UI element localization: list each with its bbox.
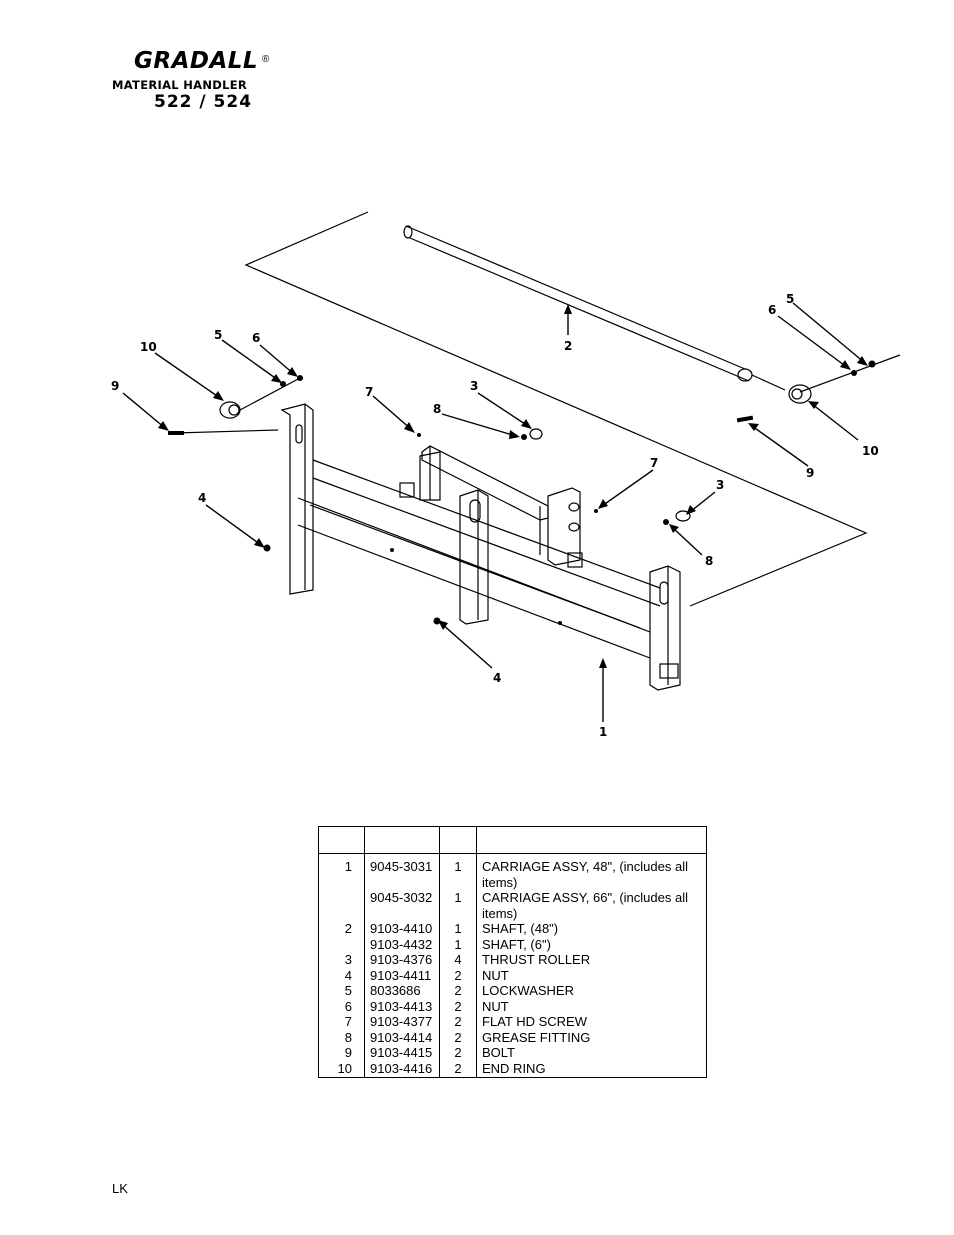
- quantity-cell: 2: [439, 967, 477, 983]
- table-header-row: [318, 826, 707, 854]
- callout-9: 9: [111, 379, 119, 393]
- description-cell: THRUST ROLLER: [476, 952, 707, 968]
- description-cell: NUT: [476, 967, 707, 983]
- callout-6: 6: [768, 303, 776, 317]
- callout-3: 3: [716, 478, 724, 492]
- description-cell: LOCKWASHER: [476, 983, 707, 999]
- item-number-cell: 8: [318, 1029, 365, 1045]
- quantity-cell: 2: [439, 998, 477, 1014]
- description-cell: SHAFT, (48"): [476, 921, 707, 937]
- callout-8: 8: [433, 402, 441, 416]
- callout-10: 10: [140, 340, 157, 354]
- part-number-cell: 9103-4377: [364, 1014, 440, 1030]
- registered-mark: ®: [262, 54, 270, 65]
- quantity-cell: 4: [439, 952, 477, 968]
- quantity-cell: 2: [439, 1060, 477, 1078]
- quantity-cell: 2: [439, 1029, 477, 1045]
- product-subtitle: MATERIAL HANDLER: [112, 78, 248, 92]
- brand-name: GRADALL: [134, 48, 259, 74]
- end-ring-left: [219, 401, 241, 419]
- callout-8: 8: [705, 554, 713, 568]
- callout-4: 4: [493, 671, 501, 685]
- header-qty: [439, 826, 477, 854]
- item-number-cell: 2: [318, 921, 365, 937]
- part-number-cell: 9103-4432: [364, 936, 440, 952]
- item-number-cell: 10: [318, 1060, 365, 1078]
- item-number-cell: [318, 936, 365, 952]
- item-number-cell: [318, 890, 365, 921]
- part-number-cell: 9045-3032: [364, 890, 440, 921]
- part-number-cell: 9103-4411: [364, 967, 440, 983]
- callout-5: 5: [214, 328, 222, 342]
- footer-code: LK: [112, 1181, 128, 1196]
- description-cell: CARRIAGE ASSY, 66", (includes all items): [476, 890, 707, 921]
- part-number-cell: 9103-4410: [364, 921, 440, 937]
- quantity-cell: 1: [439, 890, 477, 921]
- callout-9: 9: [806, 466, 814, 480]
- quantity-cell: 1: [439, 921, 477, 937]
- description-cell: GREASE FITTING: [476, 1029, 707, 1045]
- part-number-cell: 9045-3031: [364, 853, 440, 890]
- part-number-cell: 9103-4416: [364, 1060, 440, 1078]
- callout-10: 10: [862, 444, 879, 458]
- exploded-parts-diagram: 1 2 3 3 4 4 5 5 6 6 7 7 8 8 9 9 10 10: [111, 211, 901, 739]
- shaft-part: [403, 225, 786, 391]
- callout-3: 3: [470, 379, 478, 393]
- description-cell: END RING: [476, 1060, 707, 1078]
- callout-4: 4: [198, 491, 206, 505]
- quantity-cell: 1: [439, 853, 477, 890]
- description-cell: FLAT HD SCREW: [476, 1014, 707, 1030]
- header-part-number: [364, 826, 440, 854]
- callout-labels: 1 2 3 3 4 4 5 5 6 6 7 7 8 8 9 9 10 10: [111, 292, 879, 739]
- item-number-cell: 7: [318, 1014, 365, 1030]
- callout-5: 5: [786, 292, 794, 306]
- callout-1: 1: [599, 725, 607, 739]
- description-cell: CARRIAGE ASSY, 48", (includes all items): [476, 853, 707, 890]
- quantity-cell: 1: [439, 936, 477, 952]
- item-number-cell: 9: [318, 1045, 365, 1061]
- carriage-frame: [280, 403, 681, 691]
- callout-6: 6: [252, 331, 260, 345]
- callout-7: 7: [650, 456, 658, 470]
- description-cell: SHAFT, (6"): [476, 936, 707, 952]
- header-item: [318, 826, 365, 854]
- quantity-cell: 2: [439, 983, 477, 999]
- quantity-cell: 2: [439, 1014, 477, 1030]
- part-number-cell: 9103-4413: [364, 998, 440, 1014]
- description-cell: BOLT: [476, 1045, 707, 1061]
- part-number-cell: 9103-4414: [364, 1029, 440, 1045]
- item-number-cell: 1: [318, 853, 365, 890]
- item-number-cell: 6: [318, 998, 365, 1014]
- model-number: 522 / 524: [154, 92, 253, 112]
- end-ring-right: [788, 384, 812, 404]
- part-number-cell: 8033686: [364, 983, 440, 999]
- part-number-cell: 9103-4415: [364, 1045, 440, 1061]
- quantity-cell: 2: [439, 1045, 477, 1061]
- item-number-cell: 5: [318, 983, 365, 999]
- item-number-cell: 3: [318, 952, 365, 968]
- assembly-plane-outline: [244, 211, 868, 607]
- part-number-cell: 9103-4376: [364, 952, 440, 968]
- item-number-cell: 4: [318, 967, 365, 983]
- description-cell: NUT: [476, 998, 707, 1014]
- header-description: [476, 826, 707, 854]
- callout-2: 2: [564, 339, 572, 353]
- callout-7: 7: [365, 385, 373, 399]
